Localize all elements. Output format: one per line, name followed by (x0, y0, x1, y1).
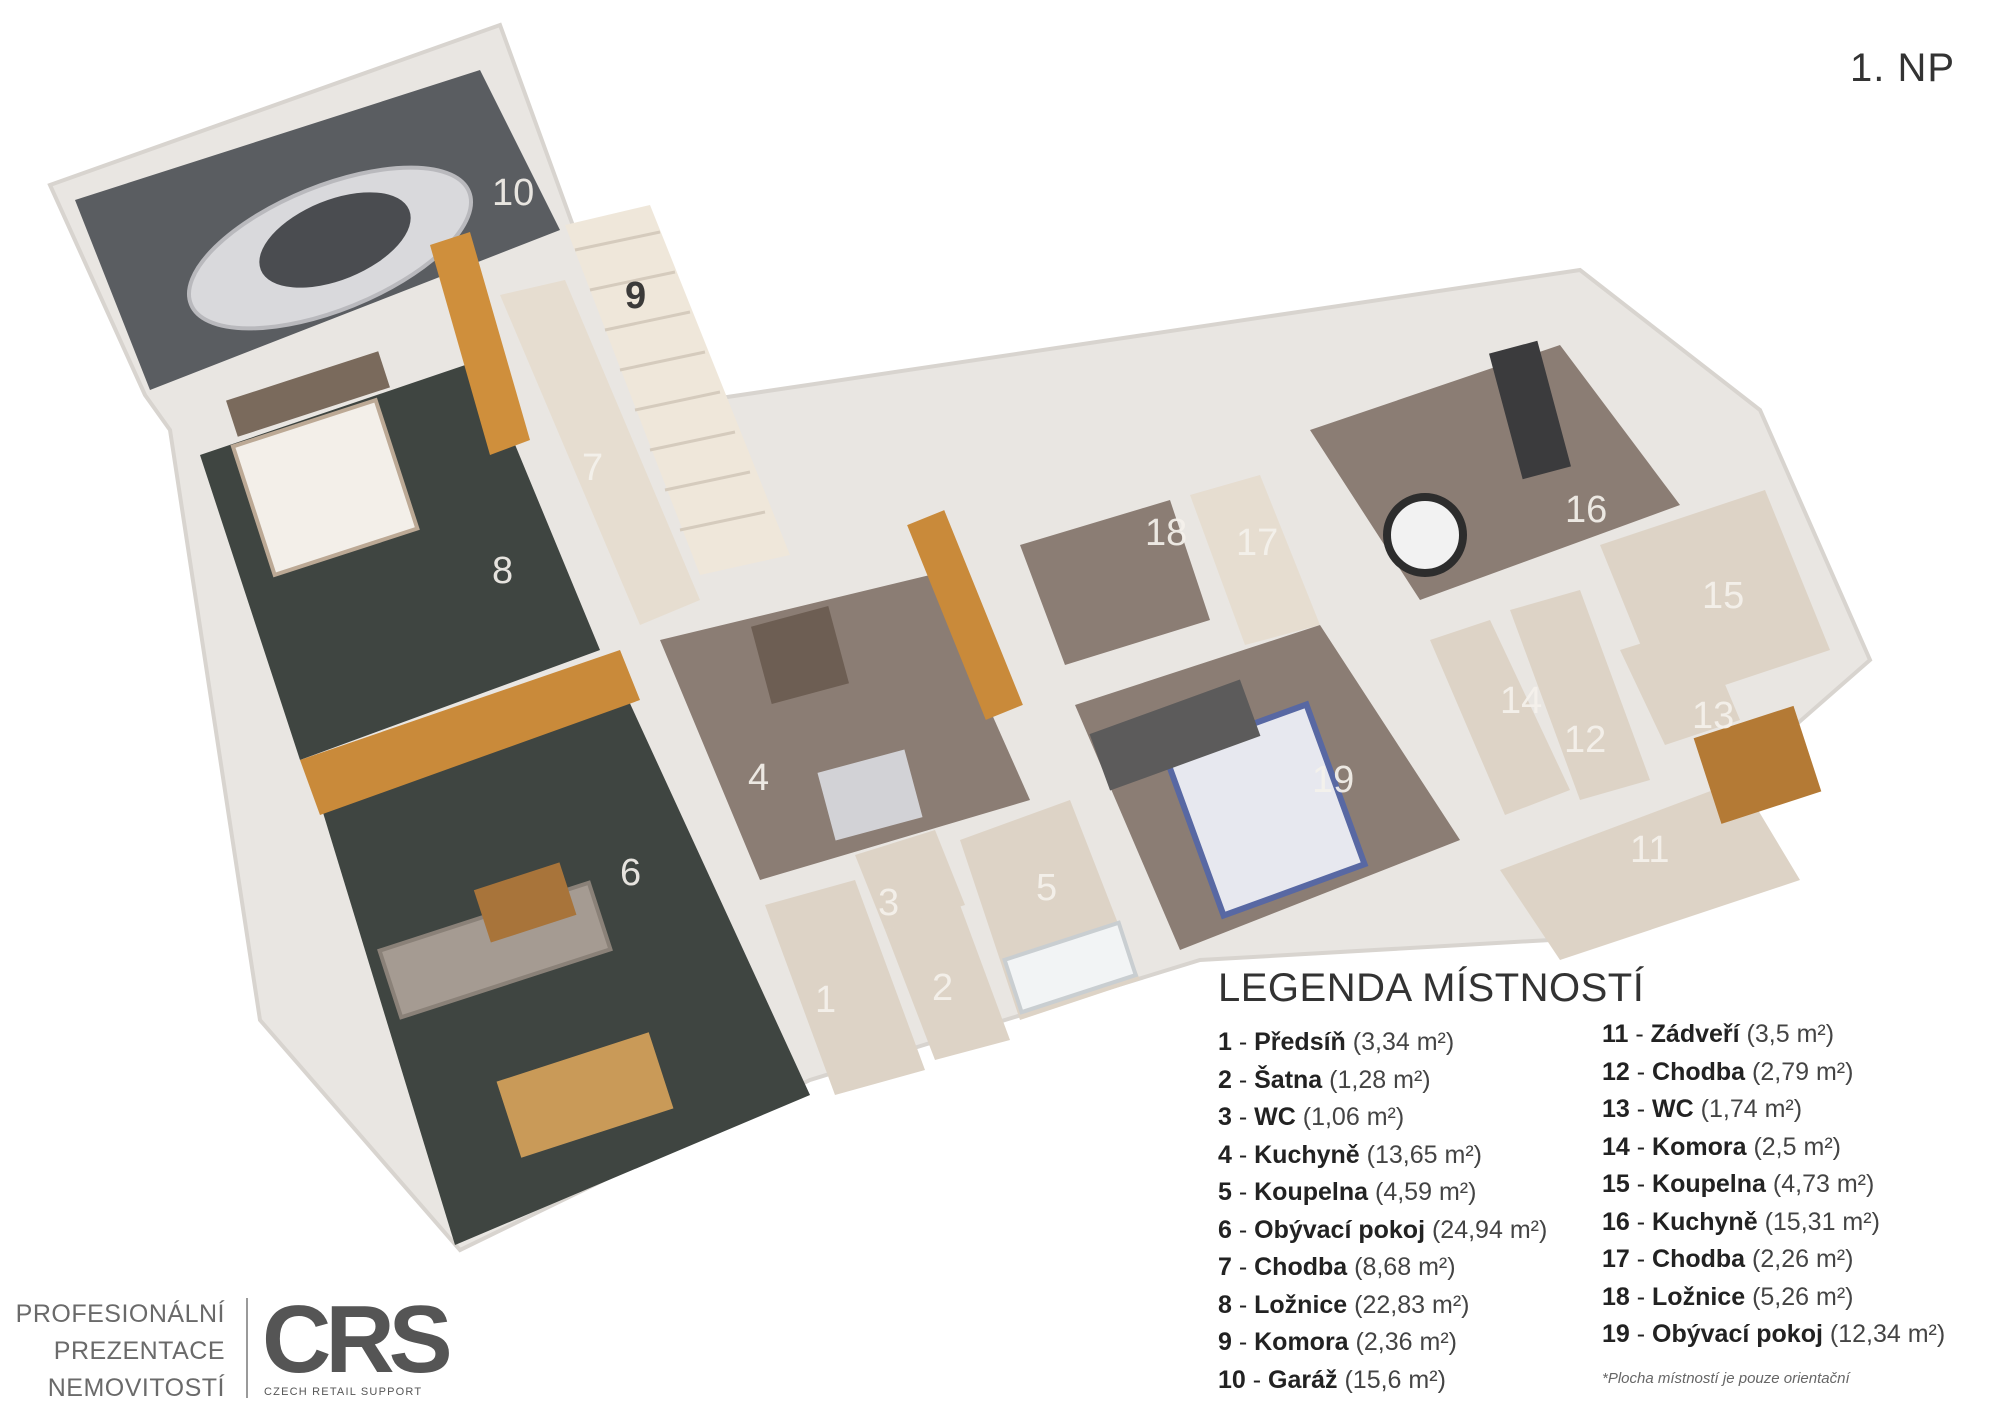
room-number-6: 6 (620, 852, 641, 894)
legend-item: 15 - Koupelna (4,73 m²) (1602, 1170, 1875, 1198)
legend-item: 19 - Obývací pokoj (12,34 m²) (1602, 1320, 1946, 1348)
round-table (1383, 493, 1467, 577)
room-corridor-7 (500, 280, 700, 625)
corner-sofa (1089, 679, 1261, 791)
kitchen-table (751, 606, 849, 704)
room-number-10: 10 (492, 172, 534, 214)
legend-item: 10 - Garáž (15,6 m²) (1218, 1365, 1446, 1394)
bathtub (1002, 920, 1139, 1015)
tv-wall-unit (300, 650, 640, 815)
room-numbers: 1 2 3 4 5 6 7 8 9 10 11 12 13 14 15 16 1… (492, 172, 1744, 1021)
room-number-2: 2 (932, 967, 953, 1009)
room-number-17: 17 (1236, 522, 1278, 564)
legend-column-1: 1 - Předsíň (3,34 m²) 2 - Šatna (1,28 m²… (1218, 1024, 1547, 1399)
room-number-19: 19 (1312, 759, 1354, 801)
room-staircase (565, 205, 790, 575)
kitchen-counter (907, 510, 1023, 720)
legend-item: 4 - Kuchyně (13,65 m²) (1218, 1140, 1482, 1169)
bed (230, 397, 420, 578)
room-closet-2 (885, 905, 1010, 1060)
legend-item: 6 - Obývací pokoj (24,94 m²) (1218, 1215, 1548, 1244)
crs-logo: CRS (262, 1286, 453, 1393)
room-number-15: 15 (1702, 575, 1744, 617)
brand-tagline: PROFESIONÁLNÍ PREZENTACE NEMOVITOSTÍ (10, 1296, 225, 1407)
room-number-3: 3 (878, 882, 899, 924)
legend-item: 2 - Šatna (1,28 m²) (1218, 1065, 1431, 1094)
legend-item: 17 - Chodba (2,26 m²) (1602, 1245, 1854, 1273)
kitchen-island (817, 749, 923, 841)
room-number-5: 5 (1036, 867, 1057, 909)
room-bedroom-18 (1020, 500, 1210, 665)
wardrobe (430, 232, 530, 455)
legend-item: 11 - Zádveří (3,5 m²) (1602, 1020, 1835, 1048)
coffee-table (473, 862, 577, 943)
legend-item: 5 - Koupelna (4,59 m²) (1218, 1178, 1477, 1206)
room-number-8: 8 (492, 550, 513, 592)
legend-item: 9 - Komora (2,36 m²) (1218, 1328, 1457, 1356)
legend-item: 8 - Ložnice (22,83 m²) (1218, 1290, 1470, 1319)
room-number-14: 14 (1500, 680, 1542, 722)
legend-item: 3 - WC (1,06 m²) (1218, 1103, 1405, 1131)
floor-label: 1. NP (1850, 46, 1956, 90)
bed-headboard (226, 351, 390, 437)
room-number-13: 13 (1692, 695, 1734, 737)
legend-item: 1 - Předsíň (3,34 m²) (1218, 1028, 1455, 1056)
room-porch-11 (1500, 780, 1800, 960)
room-number-18: 18 (1145, 512, 1187, 554)
stair-steps (574, 230, 766, 532)
crs-logo-subtitle: CZECH RETAIL SUPPORT (264, 1386, 423, 1398)
brand-line-2: PREZENTACE (53, 1337, 225, 1365)
legend-item: 14 - Komora (2,5 m²) (1602, 1132, 1841, 1161)
room-number-16: 16 (1565, 489, 1607, 531)
room-corridor-12 (1510, 590, 1650, 800)
legend-item: 18 - Ložnice (5,26 m²) (1602, 1282, 1854, 1311)
brand-divider (246, 1298, 248, 1398)
dining-table (496, 1032, 674, 1158)
room-number-9: 9 (625, 275, 646, 317)
legend-column-2: 11 - Zádveří (3,5 m²) 12 - Chodba (2,79 … (1602, 1016, 1945, 1354)
room-kitchen-4 (660, 575, 1030, 880)
room-number-4: 4 (748, 757, 769, 799)
legend-item: 7 - Chodba (8,68 m²) (1218, 1253, 1456, 1281)
area-note: *Plocha místností je pouze orientační (1602, 1370, 1850, 1387)
brand-line-3: NEMOVITOSTÍ (47, 1374, 225, 1402)
room-number-7: 7 (582, 447, 603, 489)
car-roof (259, 192, 411, 288)
brand-line-1: PROFESIONÁLNÍ (15, 1300, 225, 1328)
cabinet (1693, 705, 1822, 824)
room-hall-1 (765, 880, 925, 1095)
room-number-11: 11 (1630, 829, 1669, 871)
legend-item: 12 - Chodba (2,79 m²) (1602, 1057, 1854, 1086)
kitchen-16-island (1489, 340, 1571, 480)
room-wc-3 (855, 830, 965, 930)
legend-title: LEGENDA MÍSTNOSTÍ (1218, 966, 1645, 1010)
room-corridor-17 (1190, 475, 1320, 645)
legend-item: 16 - Kuchyně (15,31 m²) (1602, 1207, 1880, 1236)
room-bathroom-15 (1600, 490, 1830, 705)
room-pantry-14 (1430, 620, 1570, 815)
legend-item: 13 - WC (1,74 m²) (1602, 1095, 1803, 1123)
room-number-1: 1 (815, 979, 836, 1021)
room-number-12: 12 (1564, 719, 1606, 761)
